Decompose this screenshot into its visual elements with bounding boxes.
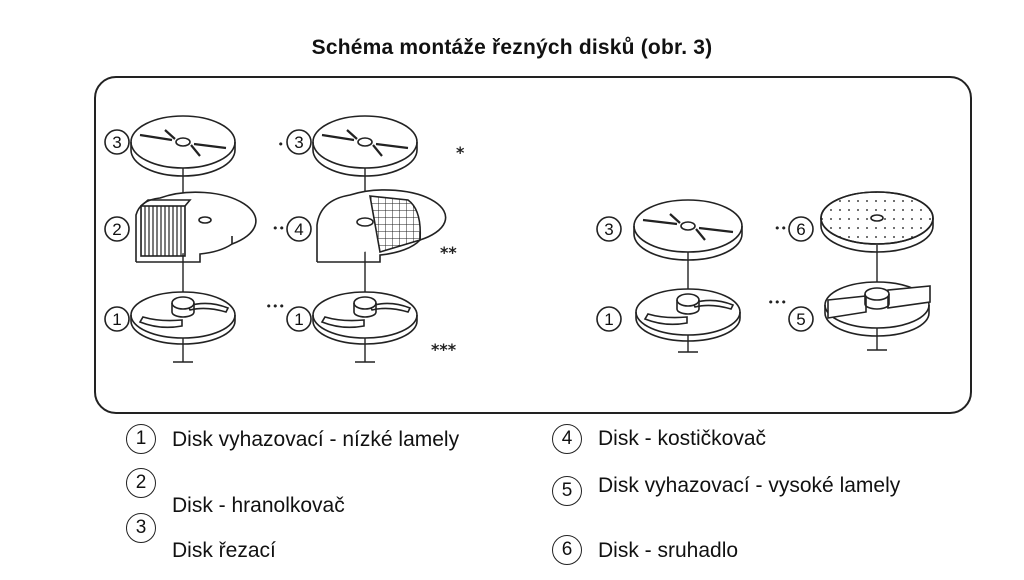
number-circle bbox=[788, 306, 814, 332]
disc-number-label: 2 bbox=[112, 220, 121, 239]
disc-number-label: 4 bbox=[294, 220, 303, 239]
legend-item-6: Disk - sruhadlo bbox=[598, 539, 739, 562]
variant-mark: * bbox=[456, 143, 465, 162]
disc-number-label: 1 bbox=[604, 310, 613, 329]
disc-number-label: 3 bbox=[604, 220, 613, 239]
column-4-assembly bbox=[820, 191, 934, 351]
ejector-disc-low-icon bbox=[130, 291, 236, 363]
legend-number: 5 bbox=[552, 476, 582, 506]
number-circle bbox=[104, 129, 130, 155]
variant-mark: •• bbox=[774, 222, 787, 235]
ejector-disc-low-icon bbox=[635, 288, 741, 353]
french-fries-disc-icon bbox=[135, 191, 257, 263]
ejector-disc-low-icon bbox=[312, 291, 418, 363]
column-1-assembly bbox=[130, 115, 257, 363]
disc-number-label: 6 bbox=[796, 220, 805, 239]
page-title: Schéma montáže řezných disků (obr. 3) bbox=[311, 36, 713, 59]
slicing-disc-icon bbox=[312, 115, 418, 177]
dicing-disc-icon bbox=[316, 189, 447, 263]
legend-item-1: Disk vyhazovací - nízké lamely bbox=[172, 428, 460, 451]
grater-disc-icon bbox=[820, 191, 934, 253]
disc-number-label: 5 bbox=[796, 310, 805, 329]
number-circle bbox=[286, 129, 312, 155]
number-circle bbox=[104, 216, 130, 242]
number-circle bbox=[596, 216, 622, 242]
disc-number-label: 1 bbox=[112, 310, 121, 329]
legend-number: 3 bbox=[126, 513, 156, 543]
disc-number-label: 3 bbox=[112, 133, 121, 152]
variant-mark: ••• bbox=[266, 300, 285, 313]
legend-number: 4 bbox=[552, 424, 582, 454]
variant-mark: ••• bbox=[768, 296, 787, 309]
legend-item-4: Disk - kostičkovač bbox=[598, 427, 767, 450]
variant-mark: *** bbox=[431, 340, 457, 359]
number-circle bbox=[286, 306, 312, 332]
slicing-disc-icon bbox=[130, 115, 236, 177]
number-circle bbox=[596, 306, 622, 332]
variant-mark: • bbox=[278, 138, 285, 151]
legend-item-5: Disk vyhazovací - vysoké lamely bbox=[598, 474, 901, 497]
ejector-disc-high-icon bbox=[824, 281, 931, 351]
column-2-assembly bbox=[312, 115, 447, 363]
variant-mark: •• bbox=[272, 222, 285, 235]
variant-mark: ** bbox=[440, 243, 457, 262]
legend-item-3: Disk řezací bbox=[172, 539, 276, 562]
column-3-assembly bbox=[633, 199, 743, 353]
legend-item-2: Disk - hranolkovač bbox=[172, 494, 345, 517]
number-circle bbox=[286, 216, 312, 242]
number-circle bbox=[104, 306, 130, 332]
diagram-frame bbox=[94, 76, 972, 414]
legend-number: 6 bbox=[552, 535, 582, 565]
number-circle bbox=[788, 216, 814, 242]
slicing-disc-icon bbox=[633, 199, 743, 261]
disc-number-label: 1 bbox=[294, 310, 303, 329]
disc-number-label: 3 bbox=[294, 133, 303, 152]
legend-number: 2 bbox=[126, 468, 156, 498]
legend-number: 1 bbox=[126, 424, 156, 454]
